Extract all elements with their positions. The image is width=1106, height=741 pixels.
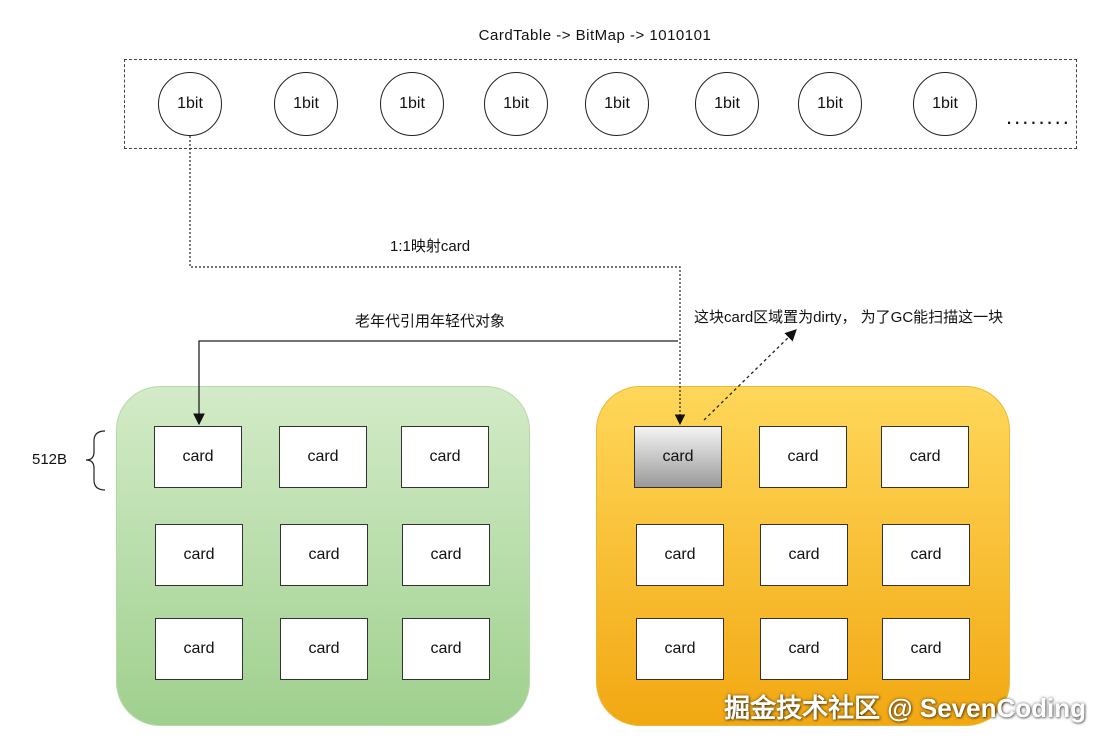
dirty-arrow bbox=[703, 329, 797, 421]
mapping-connector bbox=[189, 136, 686, 426]
reference-label: 老年代引用年轻代对象 bbox=[355, 313, 506, 330]
bit-circle: 1bit bbox=[380, 72, 444, 136]
bit-circle: 1bit bbox=[274, 72, 338, 136]
card-cell: card bbox=[154, 426, 242, 488]
card-cell: card bbox=[402, 618, 490, 680]
card-cell: card bbox=[882, 618, 970, 680]
card-cell: card bbox=[279, 426, 367, 488]
size-brace bbox=[85, 430, 106, 491]
card-cell: card bbox=[759, 426, 847, 488]
card-cell: card bbox=[636, 618, 724, 680]
card-cell: card bbox=[636, 524, 724, 586]
bitmap-container bbox=[124, 59, 1077, 149]
bit-circle: 1bit bbox=[798, 72, 862, 136]
mapping-label: 1:1映射card bbox=[390, 238, 471, 255]
dirty-card-cell: card bbox=[634, 426, 722, 488]
reference-connector bbox=[193, 340, 678, 426]
card-cell: card bbox=[760, 524, 848, 586]
card-cell: card bbox=[760, 618, 848, 680]
bit-circle: 1bit bbox=[585, 72, 649, 136]
card-cell: card bbox=[401, 426, 489, 488]
card-cell: card bbox=[155, 618, 243, 680]
card-cell: card bbox=[155, 524, 243, 586]
card-cell: card bbox=[280, 524, 368, 586]
bitmap-ellipsis: ........ bbox=[1006, 104, 1071, 129]
card-cell: card bbox=[402, 524, 490, 586]
bit-circle: 1bit bbox=[484, 72, 548, 136]
card-cell: card bbox=[280, 618, 368, 680]
card-cell: card bbox=[882, 524, 970, 586]
bit-circle: 1bit bbox=[913, 72, 977, 136]
bit-circle: 1bit bbox=[695, 72, 759, 136]
dirty-note-label: 这块card区域置为dirty， 为了GC能扫描这一块 bbox=[694, 309, 1004, 326]
card-size-label: 512B bbox=[32, 451, 68, 468]
diagram-title: CardTable -> BitMap -> 1010101 bbox=[478, 27, 712, 44]
card-cell: card bbox=[881, 426, 969, 488]
bit-circle: 1bit bbox=[158, 72, 222, 136]
watermark: 掘金技术社区 @ SevenCoding bbox=[724, 693, 1086, 723]
